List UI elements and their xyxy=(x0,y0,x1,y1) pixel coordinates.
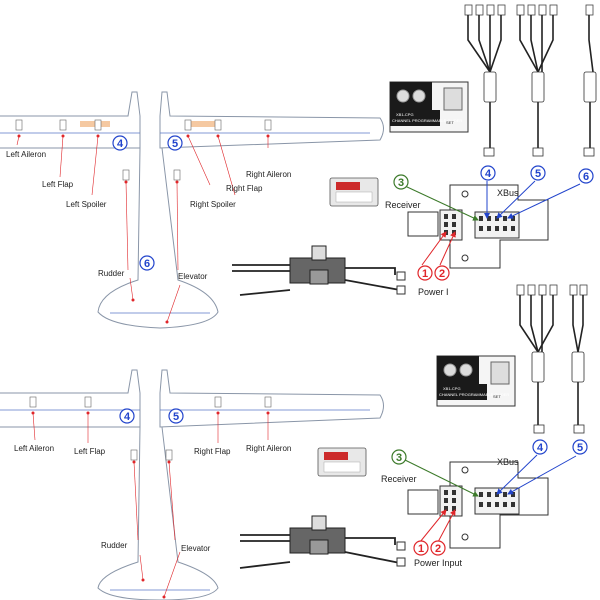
bottom-marker-1: 1 xyxy=(418,543,424,555)
bottom-harness-5: 5 xyxy=(577,442,583,454)
top-label-xbus: XBus xyxy=(497,188,519,198)
bottom-label-right-flap: Right Flap xyxy=(194,447,231,456)
top-label-receiver: Receiver xyxy=(385,200,421,210)
top-power-switch xyxy=(232,245,406,296)
label-elevator: Elevator xyxy=(178,272,208,281)
bottom-label-right-aileron: Right Aileron xyxy=(246,444,291,453)
bottom-harness-4: 4 xyxy=(537,442,544,454)
bottom-label-left-aileron: Left Aileron xyxy=(14,444,54,453)
bottom-marker-2: 2 xyxy=(435,543,441,555)
bottom-label-elevator: Elevator xyxy=(181,544,211,553)
bottom-glider xyxy=(0,369,384,600)
bottom-power-switch xyxy=(239,515,406,569)
bottom-receiver-unit xyxy=(317,447,367,477)
label-left-spoiler: Left Spoiler xyxy=(66,200,107,209)
bottom-servos xyxy=(29,396,272,599)
top-arrows xyxy=(404,180,581,266)
bottom-label-left-flap: Left Flap xyxy=(74,447,106,456)
bottom-label-power: Power Input xyxy=(414,558,463,568)
bottom-harnesses: 4 5 xyxy=(516,284,588,455)
top-marker-6: 6 xyxy=(144,258,150,270)
bottom-label-rudder: Rudder xyxy=(101,541,128,550)
top-harnesses: 4 5 6 xyxy=(464,4,597,184)
top-receiver-unit xyxy=(329,177,379,207)
top-label-power: Power I xyxy=(418,287,449,297)
bottom-programmer-set: SET xyxy=(493,394,501,399)
label-left-flap: Left Flap xyxy=(42,180,74,189)
bottom-programmer-sub: CHANNEL PROGRAMMABLE GLIDER xyxy=(439,392,509,397)
top-glider xyxy=(0,91,384,329)
bottom-marker-4: 4 xyxy=(124,411,131,423)
top-marker-4: 4 xyxy=(117,138,124,150)
top-harness-4: 4 xyxy=(485,168,492,180)
top-marker-3: 3 xyxy=(398,177,404,189)
top-marker-5: 5 xyxy=(172,138,178,150)
top-marker-1: 1 xyxy=(422,268,428,280)
label-right-aileron: Right Aileron xyxy=(246,170,291,179)
top-harness-5: 5 xyxy=(535,168,541,180)
top-programmer-model: XB1-CPG xyxy=(396,112,414,117)
bottom-hub-board xyxy=(407,461,549,549)
bottom-marker-3: 3 xyxy=(396,452,402,464)
bottom-marker-5: 5 xyxy=(173,411,179,423)
top-marker-2: 2 xyxy=(439,268,445,280)
label-left-aileron: Left Aileron xyxy=(6,150,46,159)
top-blue-markers: 4 5 6 xyxy=(112,135,183,271)
top-programmer-set: SET xyxy=(446,120,454,125)
top-programmer-sub: CHANNEL PROGRAMMABLE GLIDER xyxy=(392,118,462,123)
bottom-arrows xyxy=(404,454,577,543)
top-programmer-card: XB1-CPG CHANNEL PROGRAMMABLE GLIDER SET xyxy=(389,81,469,133)
bottom-programmer-model: XB1-CPG xyxy=(443,386,461,391)
bottom-label-receiver: Receiver xyxy=(381,474,417,484)
top-hub-board xyxy=(407,184,549,269)
label-right-flap: Right Flap xyxy=(226,184,263,193)
label-right-spoiler: Right Spoiler xyxy=(190,200,236,209)
bottom-label-xbus: XBus xyxy=(497,457,519,467)
bottom-programmer-card: XB1-CPG CHANNEL PROGRAMMABLE GLIDER SET xyxy=(436,355,516,407)
top-harness-6: 6 xyxy=(583,171,589,183)
top-servos xyxy=(15,119,272,324)
bottom-blue-markers: 4 5 xyxy=(119,408,184,424)
label-rudder: Rudder xyxy=(98,269,125,278)
